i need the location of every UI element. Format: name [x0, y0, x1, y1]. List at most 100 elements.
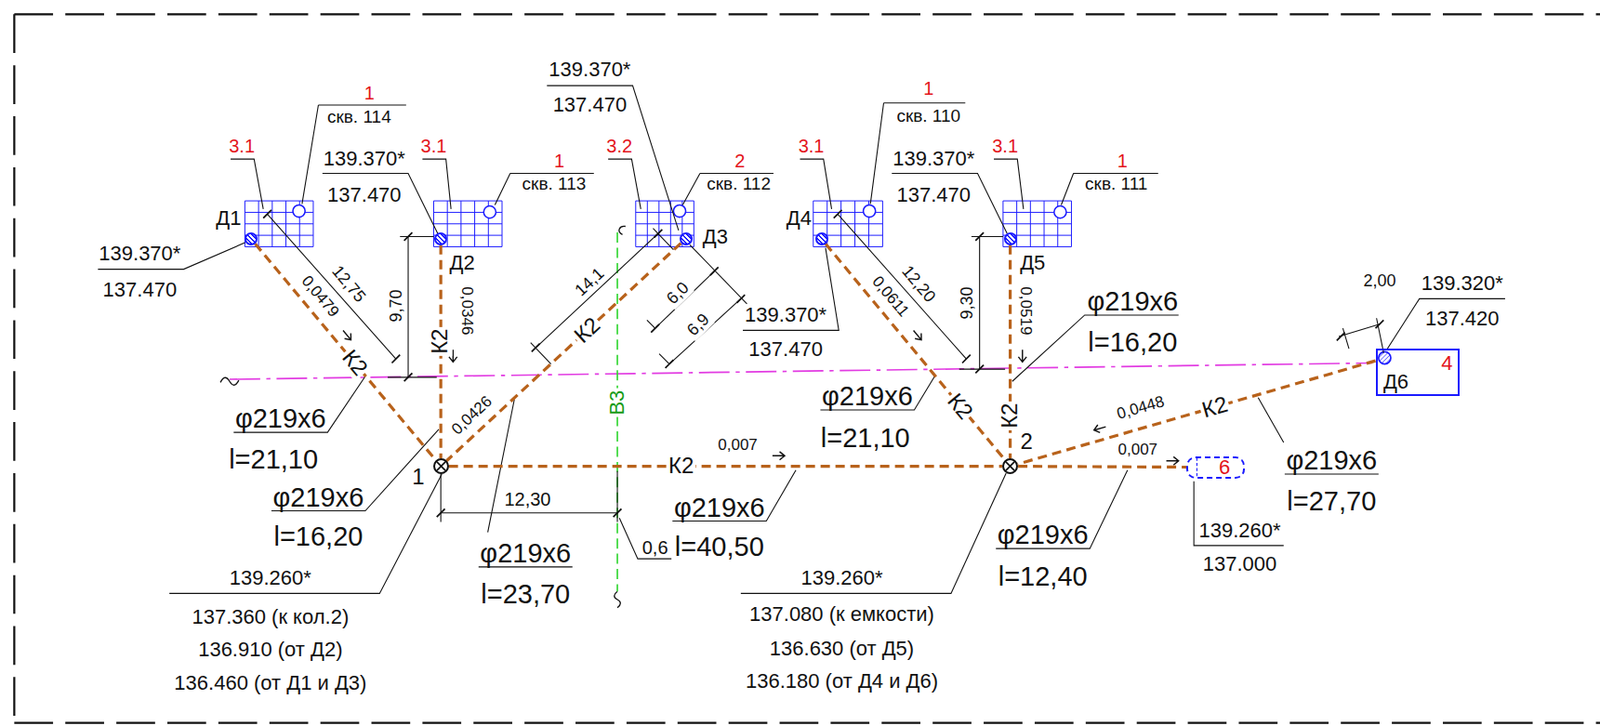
elevation-mark: 139.370* [892, 147, 975, 171]
dimension-value: 0,6 [640, 537, 671, 558]
pipe-spec: l=23,70 [480, 580, 570, 610]
break-mark [220, 225, 626, 608]
elevation-mark: 137.420 [1425, 307, 1500, 331]
building-grid [813, 200, 884, 247]
callout-number: 1 [1117, 150, 1128, 172]
pipe-spec: l=21,10 [228, 445, 318, 476]
pipe-spec: l=21,10 [820, 423, 911, 454]
elevation-mark: 137.470 [897, 184, 972, 207]
building-grid [1003, 200, 1072, 247]
elevation-mark: 139.370* [98, 242, 181, 265]
elevation-mark: 137.470 [103, 278, 178, 302]
callout-number: скв. 110 [896, 106, 961, 127]
pipe-code: К2 [1197, 391, 1232, 424]
elevation-mark: 139.260* [229, 567, 312, 590]
building-grid [244, 200, 1072, 247]
elevation-mark: 137.470 [553, 93, 628, 117]
elevation-mark: 139.370* [323, 147, 406, 171]
well-cross [1004, 460, 1017, 473]
drain-point: Д3 [679, 232, 693, 246]
slope-arrow [340, 328, 355, 344]
drain-inlet [1196, 458, 1198, 477]
elevation-mark: 136.630 (от Д5) [769, 637, 914, 661]
dimension-line [263, 210, 1384, 517]
node-label: 1 [411, 464, 424, 490]
node-label: 2 [1019, 429, 1032, 454]
elevation-mark: 139.370* [548, 58, 631, 81]
building-grid [433, 200, 503, 247]
break-mark [619, 225, 626, 235]
well-cross [436, 462, 446, 471]
slope-value: 0,0346 [457, 285, 476, 338]
slope-value: 0,0448 [1113, 392, 1169, 424]
node-label: 4 [1441, 352, 1453, 375]
pipe-spec: φ219x6 [821, 382, 913, 412]
building-grid [244, 200, 314, 247]
elevation-mark: 139.260* [800, 567, 883, 590]
dimension-value: 2,00 [1361, 272, 1398, 291]
pipe-spec: φ219x6 [1086, 287, 1178, 318]
callout-number: скв. 111 [1084, 174, 1148, 195]
pipe-spec: l=12,40 [998, 562, 1088, 593]
pipe-spec: φ219x6 [997, 520, 1089, 551]
pipe-spec: l=16,20 [273, 522, 363, 553]
pipe-code: К2 [997, 401, 1022, 431]
building-grid [635, 200, 695, 247]
elevation-mark: 136.180 (от Д4 и Д6) [745, 670, 939, 693]
elevation-mark: 137.470 [327, 184, 402, 207]
slope-arrow [910, 328, 925, 344]
dimension-value: 6,9 [683, 309, 716, 342]
node-label: Д5 [1019, 251, 1045, 275]
callout-number: 1 [554, 150, 565, 172]
storage-tank: 6 [1186, 456, 1245, 479]
borehole-symbol [292, 204, 1067, 218]
manhole-well: 2 [1002, 458, 1019, 475]
tank-box: Д64 [1375, 348, 1460, 396]
pipe-spec: φ219x6 [273, 483, 365, 514]
node-label: Д2 [449, 251, 476, 275]
pipe-spec: φ219x6 [479, 539, 571, 569]
pipe-code: К2 [941, 386, 979, 425]
callout-number: скв. 114 [327, 107, 392, 128]
borehole-symbol [673, 204, 686, 217]
pipe-spec: φ219x6 [1285, 446, 1377, 477]
elevation-mark: 139.260* [1199, 519, 1282, 543]
node-label: 6 [1218, 456, 1230, 479]
dimension-line [263, 210, 1384, 559]
leader-line [233, 315, 1378, 568]
borehole-symbol [863, 204, 876, 217]
pipe-spec: l=16,20 [1087, 328, 1177, 358]
node-label: Д4 [786, 207, 812, 230]
drain-point: Д4 [815, 232, 829, 246]
callout-number: скв. 112 [706, 174, 771, 195]
dimension-value: 9,30 [958, 284, 978, 321]
pipe-code: К2 [335, 343, 373, 383]
slope-arrow [1093, 423, 1108, 435]
slope-value: 0,007 [715, 436, 760, 455]
slope-value: 0,0519 [1017, 285, 1035, 338]
pipe-spec: l=40,50 [674, 532, 765, 563]
slope-arrow [772, 451, 785, 461]
leader-line [97, 85, 1506, 594]
frame-border [13, 13, 1600, 723]
pipe-code: К2 [666, 453, 696, 478]
callout-number: 3.1 [228, 135, 255, 157]
elevation-mark: 136.910 (от Д2) [198, 638, 343, 662]
line-code: В3 [606, 388, 629, 418]
dimension-value: 6,0 [662, 277, 696, 310]
pipe-code: К2 [428, 326, 453, 356]
borehole-symbol [483, 206, 496, 219]
node-label: Д1 [215, 207, 241, 230]
sewer-pipe [449, 464, 1003, 468]
elevation-mark: 139.370* [744, 304, 827, 327]
dimension-value: 14,1 [569, 263, 609, 302]
callout-number: 3.2 [606, 135, 633, 157]
break-mark [220, 377, 239, 385]
slope-arrow [1166, 456, 1179, 465]
callout-number: 3.1 [421, 135, 448, 157]
elevation-mark: 137.470 [748, 338, 823, 361]
dimension-value: 9,70 [387, 288, 407, 325]
well-cross [1005, 462, 1015, 471]
leader-line [97, 85, 1506, 594]
